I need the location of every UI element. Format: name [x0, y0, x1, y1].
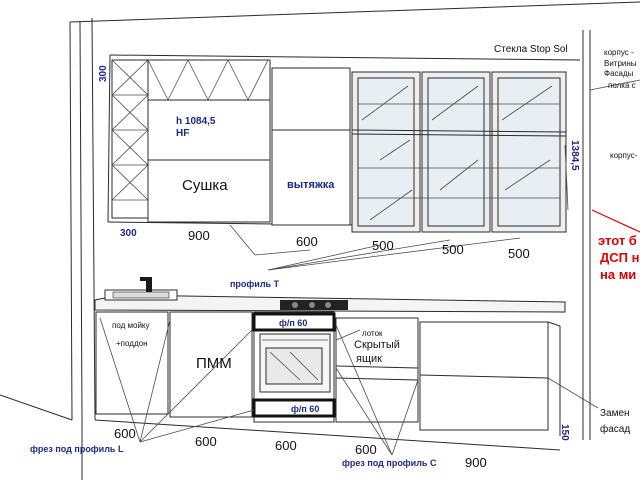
dishwasher-label: ПММ — [196, 355, 232, 372]
top-dim-500b: 500 — [442, 242, 464, 257]
upper-dimension-lines — [229, 144, 640, 271]
glass-note-label: Стекла Stop Sol — [494, 44, 568, 55]
tray-label: лоток — [362, 329, 383, 338]
oven — [252, 312, 336, 418]
milling-c-label: фрез под профиль С — [342, 458, 437, 468]
hidden-drawer-2: ящик — [356, 353, 382, 365]
countertop — [94, 277, 566, 313]
bottom-dim-600a: 600 — [114, 426, 136, 441]
right-note-2: Витрины — [604, 59, 637, 68]
top-dim-600: 600 — [296, 234, 318, 249]
hidden-drawer-1: Скрытый — [354, 339, 400, 351]
height-300-mid: 300 — [120, 228, 137, 239]
glass-showcases — [351, 71, 567, 233]
right-mid-note: корпус- — [610, 151, 638, 160]
red-note-1: этот б — [598, 233, 637, 248]
labels: Стекла Stop Sol корпус - Витрины Фасады … — [30, 44, 639, 470]
replace-note-2: фасад — [600, 423, 630, 435]
lower-cabinets — [95, 311, 561, 436]
bottom-dim-600b: 600 — [195, 434, 217, 449]
bottom-dim-900: 900 — [465, 455, 487, 470]
height-150-label: 150 — [559, 424, 570, 441]
top-dim-900: 900 — [188, 228, 210, 243]
height-300-top: 300 — [98, 65, 109, 82]
right-note-1: корпус - — [604, 48, 634, 57]
sink-note-1: под мойку — [112, 321, 150, 330]
lower-dimension-lines — [99, 317, 599, 456]
hood-label: вытяжка — [287, 179, 335, 191]
height-1384-label: 1384,5 — [569, 140, 580, 171]
upper-cabinets — [107, 54, 581, 233]
red-note-2: ДСП н — [600, 250, 639, 265]
replace-note-1: Замен — [600, 408, 630, 419]
open-wine-rack — [111, 59, 149, 219]
hf-height-label: h 1084,5 — [176, 116, 216, 127]
top-wine-rack — [147, 59, 271, 101]
faucet — [146, 277, 152, 292]
profile-t-label: профиль Т — [230, 279, 280, 289]
sink-note-2: +поддон — [116, 339, 147, 348]
drying-cabinet — [147, 159, 271, 223]
upper-facade-hf — [147, 99, 271, 161]
dishwasher-cabinet — [169, 311, 253, 418]
milling-l-label: фрез под профиль L — [30, 444, 124, 454]
red-note-3: на ми — [600, 267, 636, 282]
fp60-bottom-label: ф/п 60 — [291, 404, 319, 414]
right-note-3: Фасады — [604, 69, 634, 78]
top-dim-500a: 500 — [372, 238, 394, 253]
bottom-dim-600d: 600 — [355, 442, 377, 457]
hidden-drawer-cabinet — [335, 317, 419, 423]
right-note-4: полка с — [608, 81, 636, 90]
drying-label: Сушка — [182, 177, 228, 194]
bottom-dim-600c: 600 — [275, 438, 297, 453]
hood-cabinet — [271, 129, 351, 226]
hood-cabinet-upper — [271, 67, 351, 131]
top-dim-500c: 500 — [508, 246, 530, 261]
fp60-top-label: ф/п 60 — [279, 318, 307, 328]
sink-cabinet — [95, 311, 169, 415]
hf-label: HF — [176, 128, 189, 139]
